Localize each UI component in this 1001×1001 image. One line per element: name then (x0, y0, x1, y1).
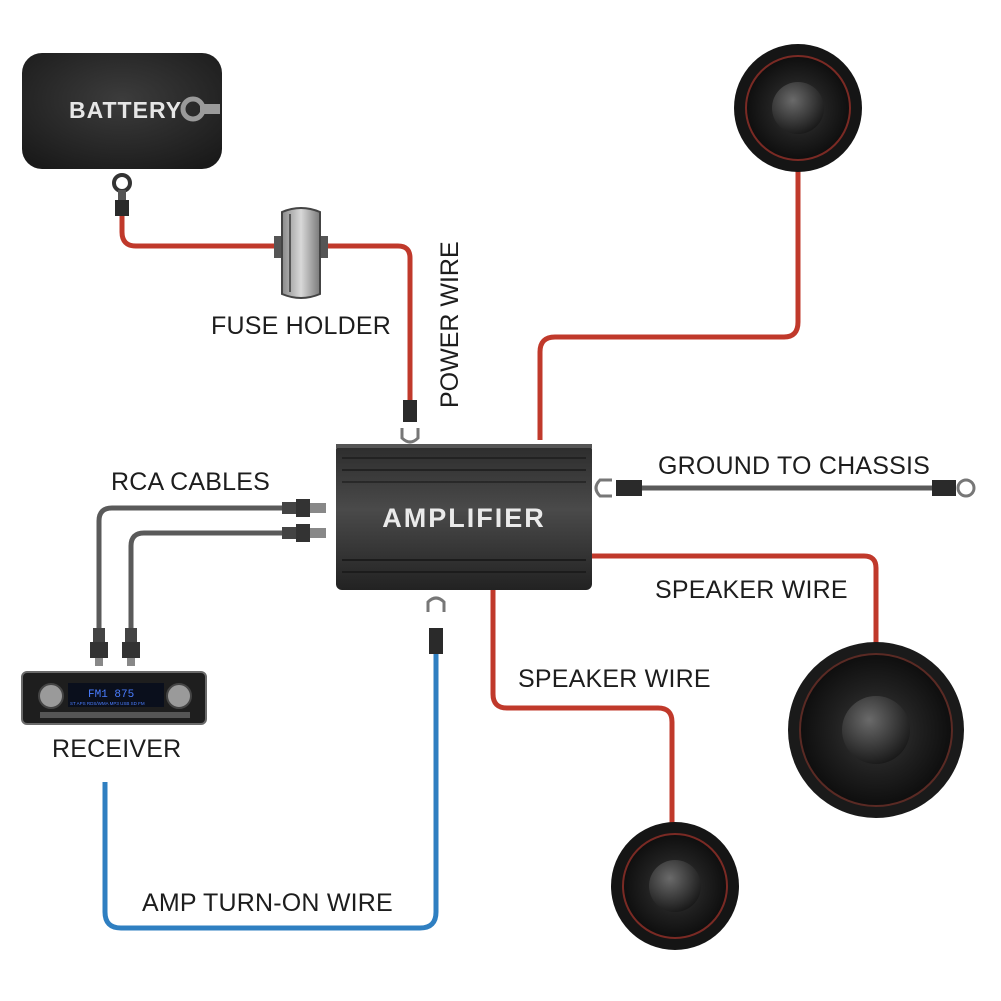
speaker-wire-right-label: SPEAKER WIRE (655, 576, 848, 604)
receiver-display-line1: FM1 875 (88, 689, 134, 701)
ground-spade-connector (594, 478, 642, 498)
amplifier: AMPLIFIER (336, 444, 592, 590)
speaker-wire-bottom-label: SPEAKER WIRE (518, 665, 711, 693)
amp-turn-on-wire-label: AMP TURN-ON WIRE (142, 889, 393, 917)
ground-ring-terminal (932, 478, 976, 498)
speaker-wire-right (592, 553, 879, 648)
rca-plug-2 (282, 524, 326, 542)
rca-plug-1 (282, 499, 326, 517)
speaker-wire-top (537, 168, 801, 440)
amplifier-label: AMPLIFIER (382, 503, 546, 533)
amp-turn-on-wire (102, 652, 439, 931)
speaker-top (734, 44, 862, 172)
battery-ring-terminal (112, 173, 132, 216)
battery: BATTERY (22, 53, 222, 169)
receiver-display-line2: ST APS RDS/WMA MP3 USB SD FM (70, 701, 145, 706)
rca-cables-label: RCA CABLES (111, 468, 271, 496)
ground-to-chassis-label: GROUND TO CHASSIS (658, 452, 930, 480)
receiver-display (68, 683, 164, 707)
battery-label: BATTERY (69, 97, 182, 123)
power-wire (119, 212, 276, 249)
fuse-holder-label: FUSE HOLDER (211, 312, 392, 340)
rca-cable-1 (96, 505, 282, 636)
rca-cable-2 (128, 530, 282, 636)
receiver-left-knob (38, 683, 64, 709)
turn-on-spade-connector (426, 596, 446, 654)
power-wire (326, 243, 413, 405)
receiver-right-knob (166, 683, 192, 709)
fuse-holder (274, 207, 328, 299)
speaker-wire-bottom (490, 590, 675, 830)
rca-plug-receiver-1 (90, 628, 108, 666)
receiver: FM1 875 ST APS RDS/WMA MP3 USB SD FM (21, 671, 207, 725)
power-wire-label: POWER WIRE (436, 241, 464, 408)
subwoofer-right (788, 642, 964, 818)
receiver-label: RECEIVER (52, 735, 182, 763)
speaker-bottom (611, 822, 739, 950)
rca-plug-receiver-2 (122, 628, 140, 666)
power-spade-connector (400, 400, 420, 444)
